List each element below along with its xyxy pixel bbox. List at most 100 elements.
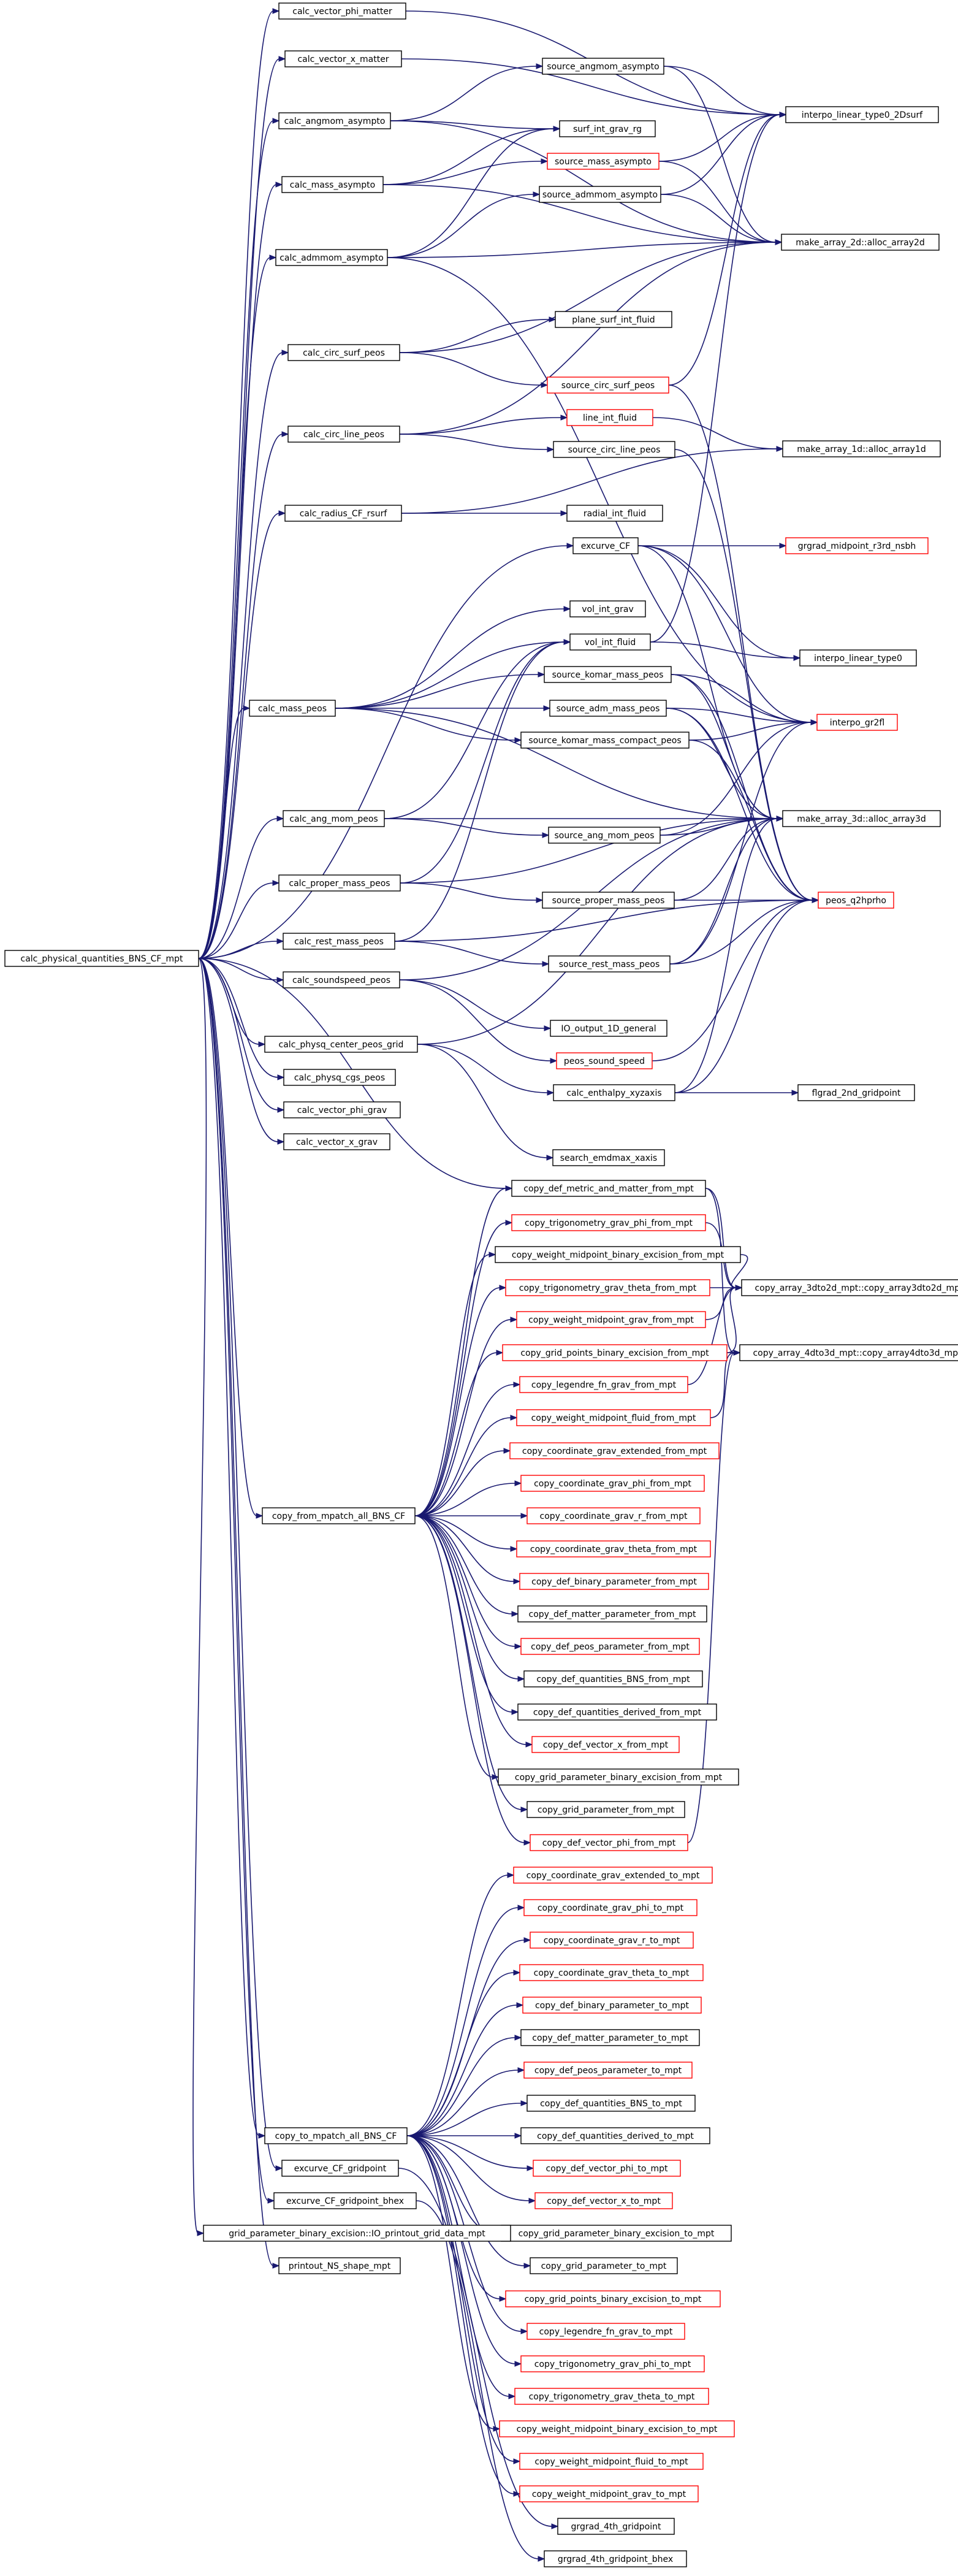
function-node-cmp[interactable]: calc_mass_peos (249, 700, 336, 717)
function-node-cma[interactable]: calc_mass_asympto (281, 176, 384, 193)
node-box[interactable] (281, 2160, 399, 2177)
node-box[interactable] (249, 700, 336, 717)
function-node-cdpp[interactable]: copy_def_peos_parameter_from_mpt (520, 1638, 700, 1655)
function-node-cwmg[interactable]: copy_weight_midpoint_grav_from_mpt (516, 1311, 706, 1328)
function-node-t_cgp[interactable]: copy_grid_parameter_to_mpt (530, 2257, 678, 2274)
function-node-scsp[interactable]: source_circ_surf_peos (547, 376, 669, 394)
function-node-ccge[interactable]: copy_coordinate_grav_extended_from_mpt (509, 1442, 720, 1459)
node-box[interactable] (520, 732, 690, 749)
function-node-t_cgpbe2[interactable]: copy_grid_parameter_binary_excision_to_m… (501, 2225, 732, 2242)
function-node-sadma[interactable]: source_admmom_asympto (539, 186, 661, 203)
function-node-ccgp[interactable]: copy_coordinate_grav_phi_from_mpt (520, 1475, 705, 1492)
function-node-cvpg[interactable]: calc_vector_phi_grav (283, 1101, 401, 1118)
node-box[interactable] (557, 2518, 675, 2535)
function-node-cpcpg[interactable]: calc_physq_center_peos_grid (264, 1036, 418, 1053)
node-box[interactable] (520, 2127, 710, 2144)
function-node-t_clfg[interactable]: copy_legendre_fn_grav_to_mpt (527, 2323, 685, 2340)
function-node-cdvp[interactable]: copy_def_vector_phi_from_mpt (530, 1834, 688, 1851)
function-node-t_ccgr[interactable]: copy_coordinate_grav_r_to_mpt (530, 1932, 694, 1949)
function-node-sigrg[interactable]: surf_int_grav_rg (559, 120, 656, 137)
node-box[interactable] (275, 249, 388, 266)
function-node-cexz[interactable]: calc_enthalpy_xyzaxis (553, 1084, 675, 1101)
node-box[interactable] (519, 1964, 704, 1981)
node-box[interactable] (520, 2355, 705, 2372)
node-box[interactable] (782, 440, 941, 457)
node-box[interactable] (509, 1442, 720, 1459)
node-box[interactable] (530, 1932, 694, 1949)
node-box[interactable] (287, 344, 400, 361)
function-node-cssp[interactable]: calc_soundspeed_peos (283, 971, 400, 988)
node-box[interactable] (505, 1279, 710, 1296)
function-node-ma3d[interactable]: make_array_3d::alloc_array3d (782, 810, 941, 827)
node-box[interactable] (505, 2290, 721, 2307)
function-node-cdmm[interactable]: copy_def_metric_and_matter_from_mpt (511, 1180, 706, 1197)
function-node-sama[interactable]: source_angmom_asympto (542, 58, 664, 75)
function-node-ecfg[interactable]: excurve_CF_gridpoint (281, 2160, 399, 2177)
function-node-ctm[interactable]: copy_to_mpatch_all_BNS_CF (264, 2127, 408, 2144)
node-box[interactable] (516, 1540, 711, 1557)
node-box[interactable] (816, 714, 898, 731)
node-box[interactable] (556, 1052, 653, 1069)
node-box[interactable] (262, 1507, 416, 1524)
function-node-t_cgpbe[interactable]: copy_grid_points_binary_excision_to_mpt (505, 2290, 721, 2307)
node-box[interactable] (527, 2095, 696, 2112)
function-node-srmp[interactable]: source_rest_mass_peos (548, 955, 671, 973)
node-box[interactable] (785, 537, 929, 554)
node-box[interactable] (522, 1997, 702, 2014)
node-box[interactable] (572, 537, 639, 554)
node-box[interactable] (511, 1214, 706, 1231)
node-box[interactable] (542, 58, 664, 75)
function-node-ggm[interactable]: grgrad_midpoint_r3rd_nsbh (785, 537, 929, 554)
function-node-t_cdpp[interactable]: copy_def_peos_parameter_to_mpt (523, 2062, 693, 2079)
node-box[interactable] (278, 112, 391, 129)
node-box[interactable] (283, 1133, 390, 1150)
node-box[interactable] (283, 810, 385, 827)
node-box[interactable] (566, 409, 653, 426)
function-node-g4b[interactable]: grgrad_4th_gridpoint_bhex (544, 2550, 687, 2567)
node-box[interactable] (569, 600, 646, 617)
node-box[interactable] (534, 2192, 673, 2209)
function-node-samp[interactable]: source_adm_mass_peos (549, 700, 667, 717)
function-node-cwmbe[interactable]: copy_weight_midpoint_binary_excision_fro… (495, 1246, 741, 1263)
node-box[interactable] (544, 666, 672, 683)
node-box[interactable] (797, 1084, 915, 1101)
node-box[interactable] (553, 1084, 675, 1101)
node-box[interactable] (781, 234, 940, 251)
function-node-g4[interactable]: grgrad_4th_gridpoint (557, 2518, 675, 2535)
node-box[interactable] (544, 2550, 687, 2567)
function-node-cdqb[interactable]: copy_def_quantities_BNS_from_mpt (523, 1670, 703, 1687)
function-node-ilt0[interactable]: interpo_linear_type0 (799, 649, 917, 667)
node-box[interactable] (527, 1801, 685, 1818)
node-box[interactable] (548, 955, 671, 973)
function-node-ecf[interactable]: excurve_CF (572, 537, 639, 554)
function-node-cpcgs[interactable]: calc_physq_cgs_peos (283, 1069, 396, 1086)
function-node-t_cdqb[interactable]: copy_def_quantities_BNS_to_mpt (527, 2095, 696, 2112)
function-node-spmp[interactable]: source_proper_mass_peos (542, 892, 675, 909)
node-box[interactable] (523, 2062, 693, 2079)
node-box[interactable] (495, 1246, 741, 1263)
node-box[interactable] (284, 50, 402, 67)
function-node-samop[interactable]: source_ang_mom_peos (548, 827, 661, 844)
node-box[interactable] (520, 2029, 700, 2046)
function-node-ama[interactable]: calc_angmom_asympto (278, 112, 391, 129)
node-box[interactable] (739, 1344, 958, 1361)
node-box[interactable] (283, 1069, 396, 1086)
node-box[interactable] (548, 827, 661, 844)
function-node-lif[interactable]: line_int_fluid (566, 409, 653, 426)
function-node-cgpbe2[interactable]: copy_grid_parameter_binary_excision_from… (498, 1768, 739, 1786)
function-node-t_ccgp[interactable]: copy_coordinate_grav_phi_to_mpt (523, 1899, 698, 1916)
node-box[interactable] (498, 1768, 739, 1786)
node-box[interactable] (782, 810, 941, 827)
function-node-vpm[interactable]: calc_vector_phi_matter (278, 2, 406, 20)
node-box[interactable] (523, 1899, 698, 1916)
function-node-psif[interactable]: plane_surf_int_fluid (555, 311, 672, 328)
function-node-t_cwmg[interactable]: copy_weight_midpoint_grav_to_mpt (519, 2485, 699, 2502)
node-box[interactable] (527, 1507, 701, 1524)
function-node-cclp[interactable]: calc_circ_line_peos (287, 426, 400, 443)
function-node-t_cdqd[interactable]: copy_def_quantities_derived_to_mpt (520, 2127, 710, 2144)
function-node-root[interactable]: calc_physical_quantities_BNS_CF_mpt (4, 950, 199, 967)
node-box[interactable] (514, 2388, 709, 2405)
function-node-ecfgb[interactable]: excurve_CF_gridpoint_bhex (273, 2192, 417, 2209)
function-node-vig[interactable]: vol_int_grav (569, 600, 646, 617)
function-node-vif[interactable]: vol_int_fluid (569, 633, 651, 651)
